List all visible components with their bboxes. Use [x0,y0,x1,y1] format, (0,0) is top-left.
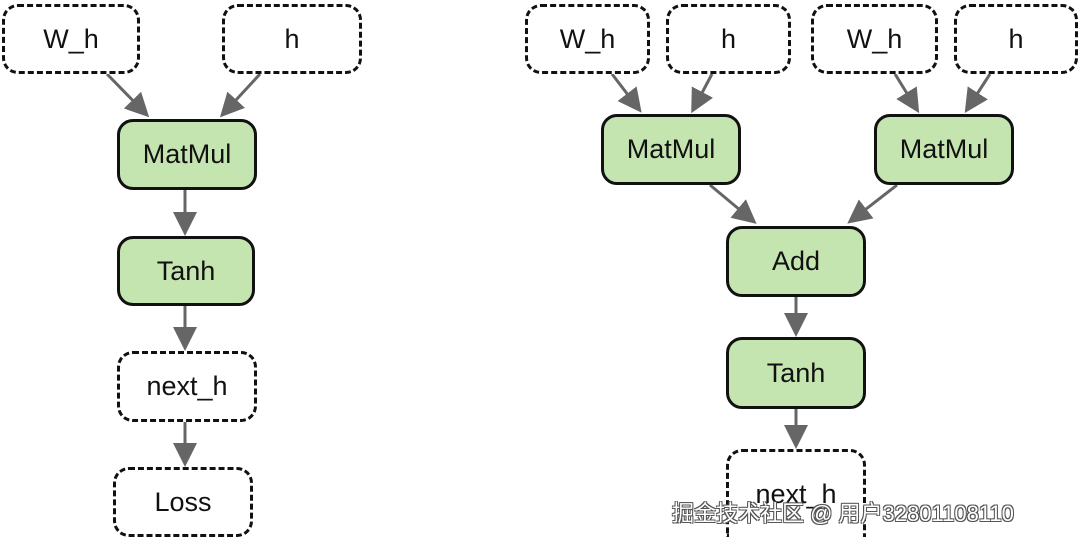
node-tanh-right: Tanh [726,337,866,409]
node-add-right: Add [726,226,866,297]
edge-matmul1-to-add [709,183,757,224]
edge-wh1-to-matmul1 [610,73,642,113]
node-next-h-left: next_h [117,351,257,422]
node-w-h-right-1: W_h [525,4,650,74]
edge-h-to-matmul-left [219,72,262,118]
node-loss-left: Loss [113,467,253,537]
node-h-left: h [222,4,362,74]
edge-matmul2-to-add [847,183,898,224]
edge-h1-to-matmul1 [691,73,714,114]
node-next-h-right: next_h [726,449,866,537]
node-matmul-right-1: MatMul [601,114,741,185]
node-h-right-2: h [954,4,1078,74]
watermark: 掘金技术社区 @ 用户3280110811​0 [672,501,1014,526]
edge-wh2-to-matmul2 [893,73,920,114]
node-matmul-left: MatMul [117,119,257,190]
node-tanh-left: Tanh [117,236,255,306]
node-w-h-left: W_h [2,4,140,74]
node-w-h-right-2: W_h [811,4,938,74]
edge-wh-to-matmul-left [105,72,150,118]
node-matmul-right-2: MatMul [874,114,1014,185]
node-h-right-1: h [666,4,791,74]
edge-h2-to-matmul2 [964,73,992,114]
